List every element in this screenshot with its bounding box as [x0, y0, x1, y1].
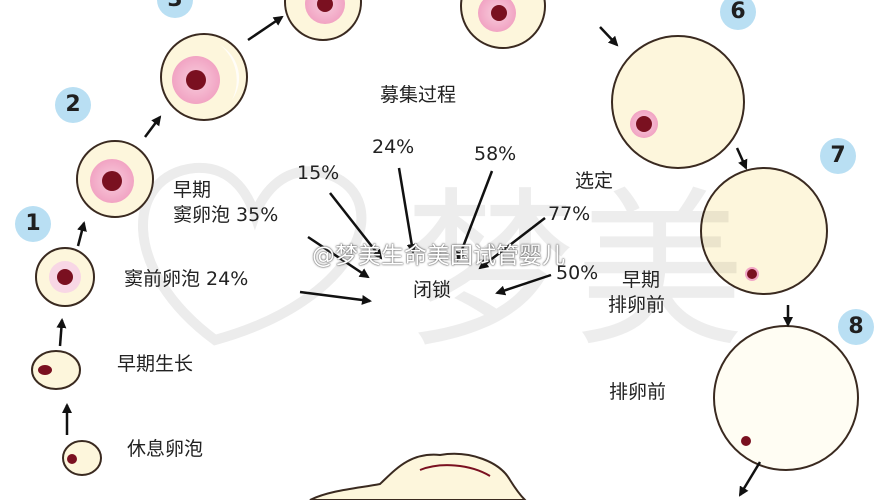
stage-badge-2: 2: [55, 87, 91, 123]
early-preovulatory-line-1: 早期: [622, 269, 661, 291]
preantral-follicle: [35, 247, 95, 307]
early-growth-label: 早期生长: [117, 353, 194, 375]
early-preovulatory-label: 早期 排卵前: [608, 268, 665, 317]
preovulatory-label: 排卵前: [609, 381, 667, 403]
follicle-stage-7: [700, 167, 828, 295]
ovulation-shape: [309, 452, 527, 500]
progression-arrows: [56, 15, 793, 497]
follicle-stage-2: [160, 33, 248, 121]
watermark-big-text: 梦美: [405, 173, 745, 371]
percent-58: 58%: [474, 143, 517, 165]
follicle-stage-top-center: [460, 0, 546, 49]
stage-badge-7: 7: [820, 138, 856, 174]
preantral-label: 窦前卵泡 24%: [124, 268, 249, 290]
stage-badge-1: 1: [15, 206, 51, 242]
stage-badge-6: 6: [720, 0, 756, 30]
watermark-text: @梦美生命美国试管婴儿: [312, 243, 565, 269]
percent-15: 15%: [297, 162, 340, 184]
percent-77: 77%: [548, 203, 591, 225]
percent-24: 24%: [372, 136, 415, 158]
early-preovulatory-line-2: 排卵前: [608, 293, 666, 316]
stage-badge-8: 8: [838, 309, 874, 345]
atresia-label: 闭锁: [413, 279, 452, 301]
resting-label: 休息卵泡: [127, 438, 204, 460]
percent-50: 50%: [556, 262, 599, 284]
follicle-stage-3: [284, 0, 362, 41]
early-growth-follicle: [31, 350, 81, 390]
follicle-stage-6: [611, 35, 745, 169]
watermark-heart-icon: [138, 162, 367, 346]
stage-badge-3: 3: [157, 0, 193, 18]
early-antral-follicle: [76, 140, 154, 218]
selection-label: 选定: [575, 170, 614, 192]
early-antral-line-2: 窦卵泡 35%: [173, 203, 279, 226]
early-antral-line-1: 早期: [173, 179, 212, 201]
recruitment-label: 募集过程: [380, 84, 457, 106]
early-antral-label: 早期 窦卵泡 35%: [173, 178, 278, 227]
atresia-arrows: [299, 167, 552, 305]
resting-follicle: [62, 440, 102, 476]
